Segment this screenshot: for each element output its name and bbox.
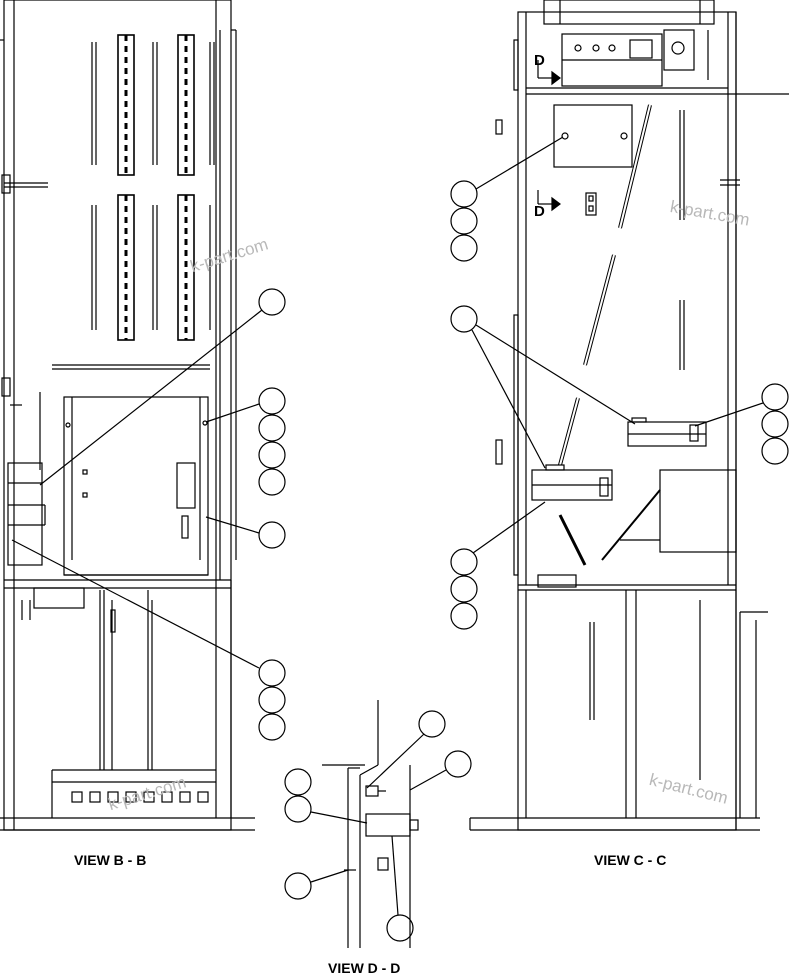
lower-compartment-c [518,574,768,818]
terminal-blocks-b [117,34,195,341]
view-d-label: VIEW D - D [328,960,401,976]
view-d-section [322,700,419,948]
terminal-rails-c [531,417,737,553]
section-marker-bottom: D [534,203,545,220]
callouts-c [450,136,789,630]
section-marker-top: D [534,52,545,69]
view-b-label: VIEW B - B [74,852,147,868]
callouts-d [284,710,472,942]
view-b-cabinet [0,0,255,831]
control-box-b [7,396,209,576]
view-c-label: VIEW C - C [594,852,667,868]
view-c-cabinet [469,0,789,831]
callouts-b [11,288,286,741]
mounting-plate-c [553,104,633,216]
lower-compartment-b [4,579,231,818]
internal-slots-c [558,104,740,566]
